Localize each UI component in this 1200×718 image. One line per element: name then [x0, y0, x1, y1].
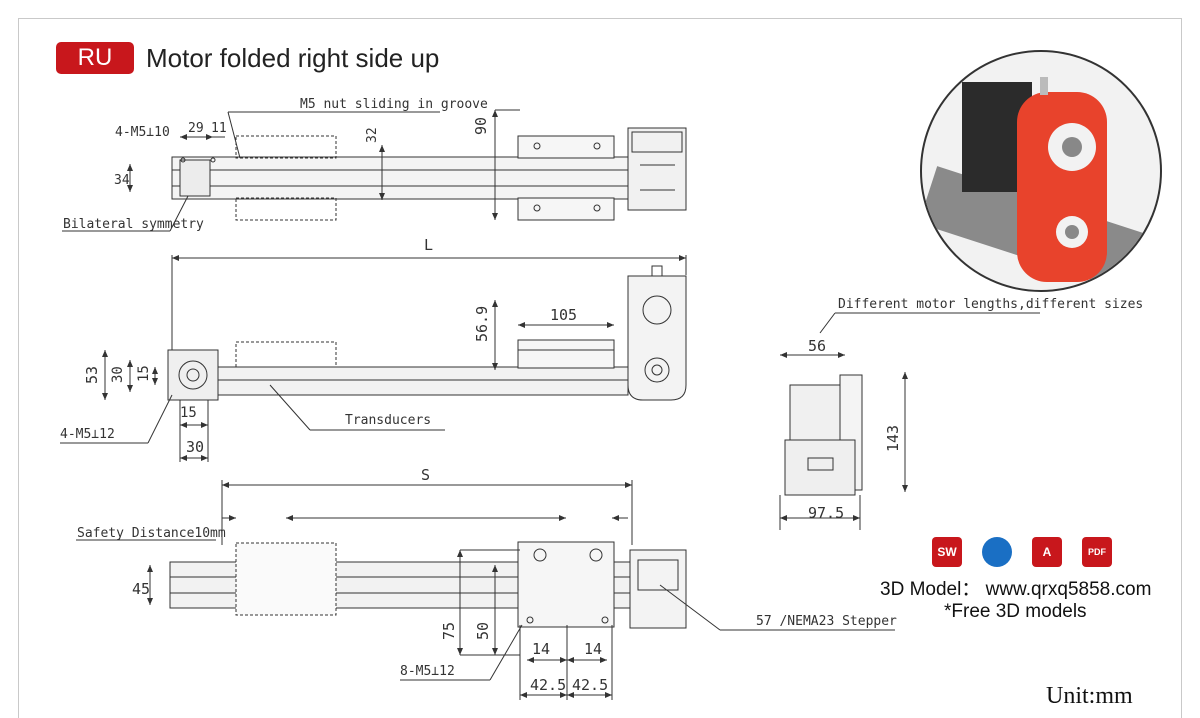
dim-15: 15 [136, 365, 152, 382]
bottom-view-labels: S Safety Distance10mm 45 75 50 14 14 42.… [77, 466, 897, 694]
symmetry-note: Bilateral symmetry [63, 217, 204, 232]
bottom-view [76, 480, 895, 700]
dim-105: 105 [550, 306, 577, 324]
dim-14b: 14 [584, 640, 602, 658]
dim-29: 29 [188, 121, 204, 136]
motor-lengths-note: Different motor lengths,different sizes [838, 297, 1143, 312]
nut-note: M5 nut sliding in groove [300, 97, 488, 112]
bottom-thread-label: 8-M5⊥12 [400, 664, 455, 679]
dim-15b: 15 [180, 405, 197, 421]
dim-14a: 14 [532, 640, 550, 658]
dim-75: 75 [440, 622, 458, 640]
page-title: Motor folded right side up [146, 43, 440, 73]
dim-L: L [424, 236, 433, 254]
globe-cad-icon [982, 537, 1012, 567]
side-view-labels: 56 143 97.5 Different motor lengths,diff… [808, 297, 1143, 522]
front-view [60, 255, 687, 462]
mount-code-badge: RU [56, 42, 134, 74]
solidworks-icon: SW [932, 537, 962, 567]
side-view [779, 312, 1040, 530]
dim-34: 34 [114, 173, 130, 188]
product-photo [920, 50, 1162, 292]
stepper-note: 57 /NEMA23 Stepper [756, 614, 897, 629]
dim-56: 56 [808, 337, 826, 355]
dim-56-9: 56.9 [473, 306, 491, 342]
dim-30: 30 [110, 366, 126, 383]
drawing-frame [18, 18, 1182, 718]
dim-97-5: 97.5 [808, 504, 844, 522]
dim-32: 32 [365, 127, 380, 143]
transducers-note: Transducers [345, 413, 431, 428]
top-thread-label: 4-M5⊥10 [115, 125, 170, 140]
dim-90: 90 [472, 117, 490, 135]
autocad-icon: A [1032, 537, 1062, 567]
unit-label: Unit:mm [1046, 683, 1133, 709]
dim-S: S [421, 466, 430, 484]
pdf-icon: PDF [1082, 537, 1112, 567]
top-view [62, 109, 687, 232]
free-models-text: *Free 3D models [944, 601, 1087, 622]
safety-note: Safety Distance10mm [77, 526, 226, 541]
dim-30b: 30 [186, 438, 204, 456]
dim-53: 53 [83, 366, 101, 384]
cad-format-icons: SW A PDF [932, 537, 1112, 567]
dim-42-5b: 42.5 [572, 676, 608, 694]
dim-45: 45 [132, 580, 150, 598]
front-thread-label: 4-M5⊥12 [60, 427, 115, 442]
dim-143: 143 [884, 425, 902, 452]
top-view-labels: 4-M5⊥10 29 11 34 32 90 M5 nut sliding in… [63, 97, 490, 232]
dim-11: 11 [211, 121, 227, 136]
model-link-text[interactable]: 3D Model： www.qrxq5858.com [880, 579, 1152, 600]
front-view-labels: L 105 56.9 53 30 15 15 30 Transducers 4-… [60, 236, 577, 456]
dim-42-5a: 42.5 [530, 676, 566, 694]
dim-50: 50 [474, 622, 492, 640]
